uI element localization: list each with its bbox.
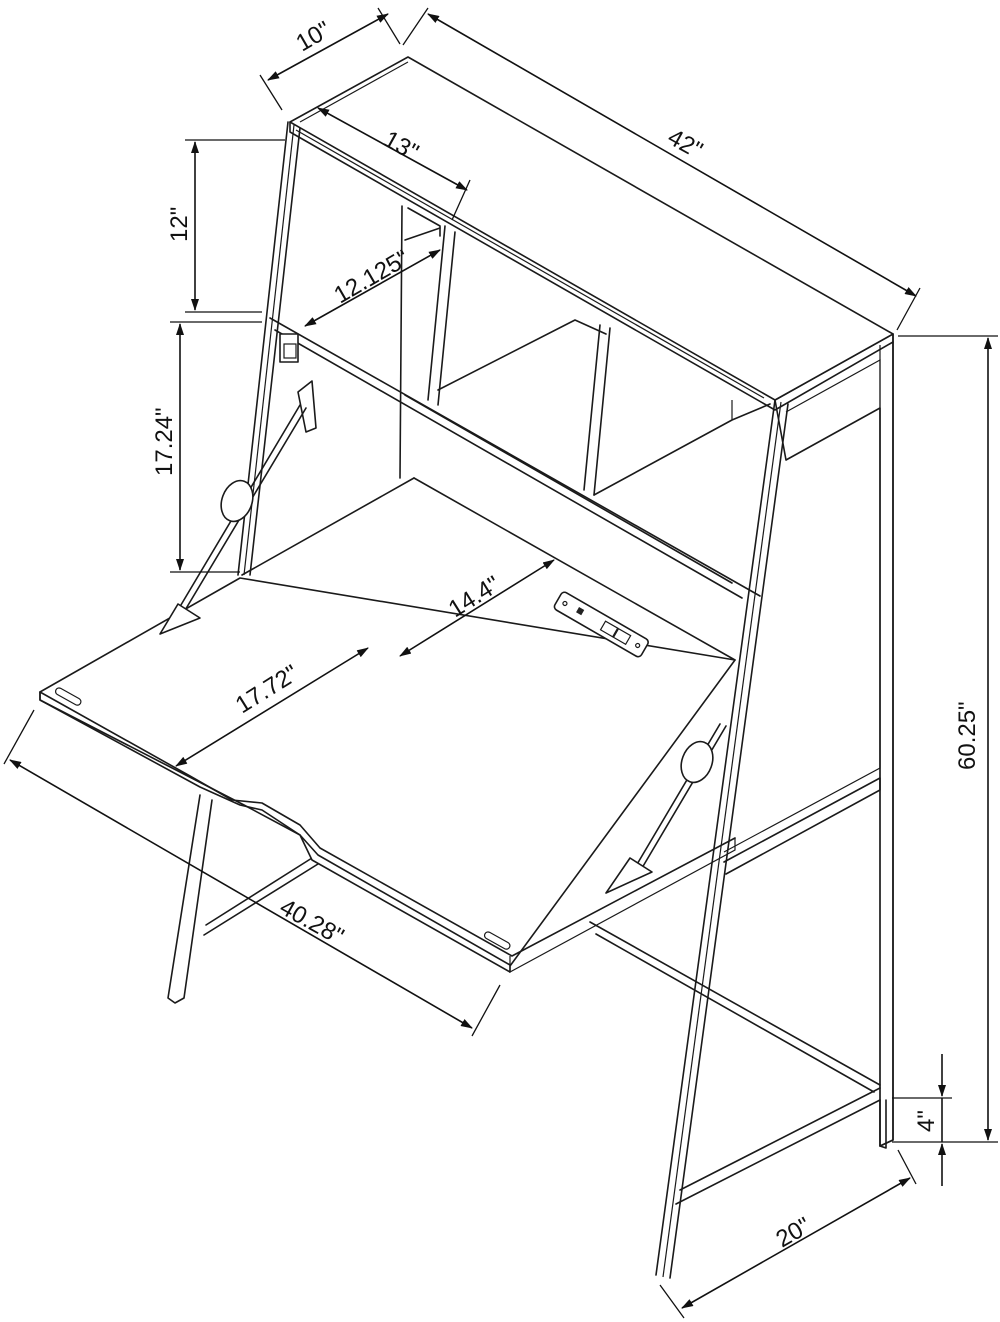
cable-slot-right (483, 931, 511, 950)
label-overall-height: 60.25" (954, 701, 981, 770)
right-drop-lid-support (605, 723, 727, 894)
cable-slot-left (54, 687, 82, 706)
label-base-depth: 20" (772, 1212, 816, 1253)
label-desk-back-depth: 14.4" (444, 571, 505, 623)
left-drop-lid-support (159, 380, 317, 635)
desk-surface (39, 577, 736, 974)
label-foot-height: 4" (913, 1110, 940, 1132)
lower-frame-rails (589, 921, 887, 1205)
label-upper-cubby-height: 12" (166, 207, 193, 242)
dimension-lines (3, 7, 998, 1319)
label-overall-width: 42" (663, 124, 707, 165)
label-desk-width: 40.28" (275, 894, 348, 951)
label-top-depth: 10" (292, 16, 336, 57)
top-board (289, 56, 894, 411)
right-side-frame (723, 333, 894, 1147)
label-lower-cubby-height: 17.24" (151, 407, 178, 476)
magnetic-catch (279, 333, 299, 363)
power-outlet-panel (553, 591, 649, 658)
